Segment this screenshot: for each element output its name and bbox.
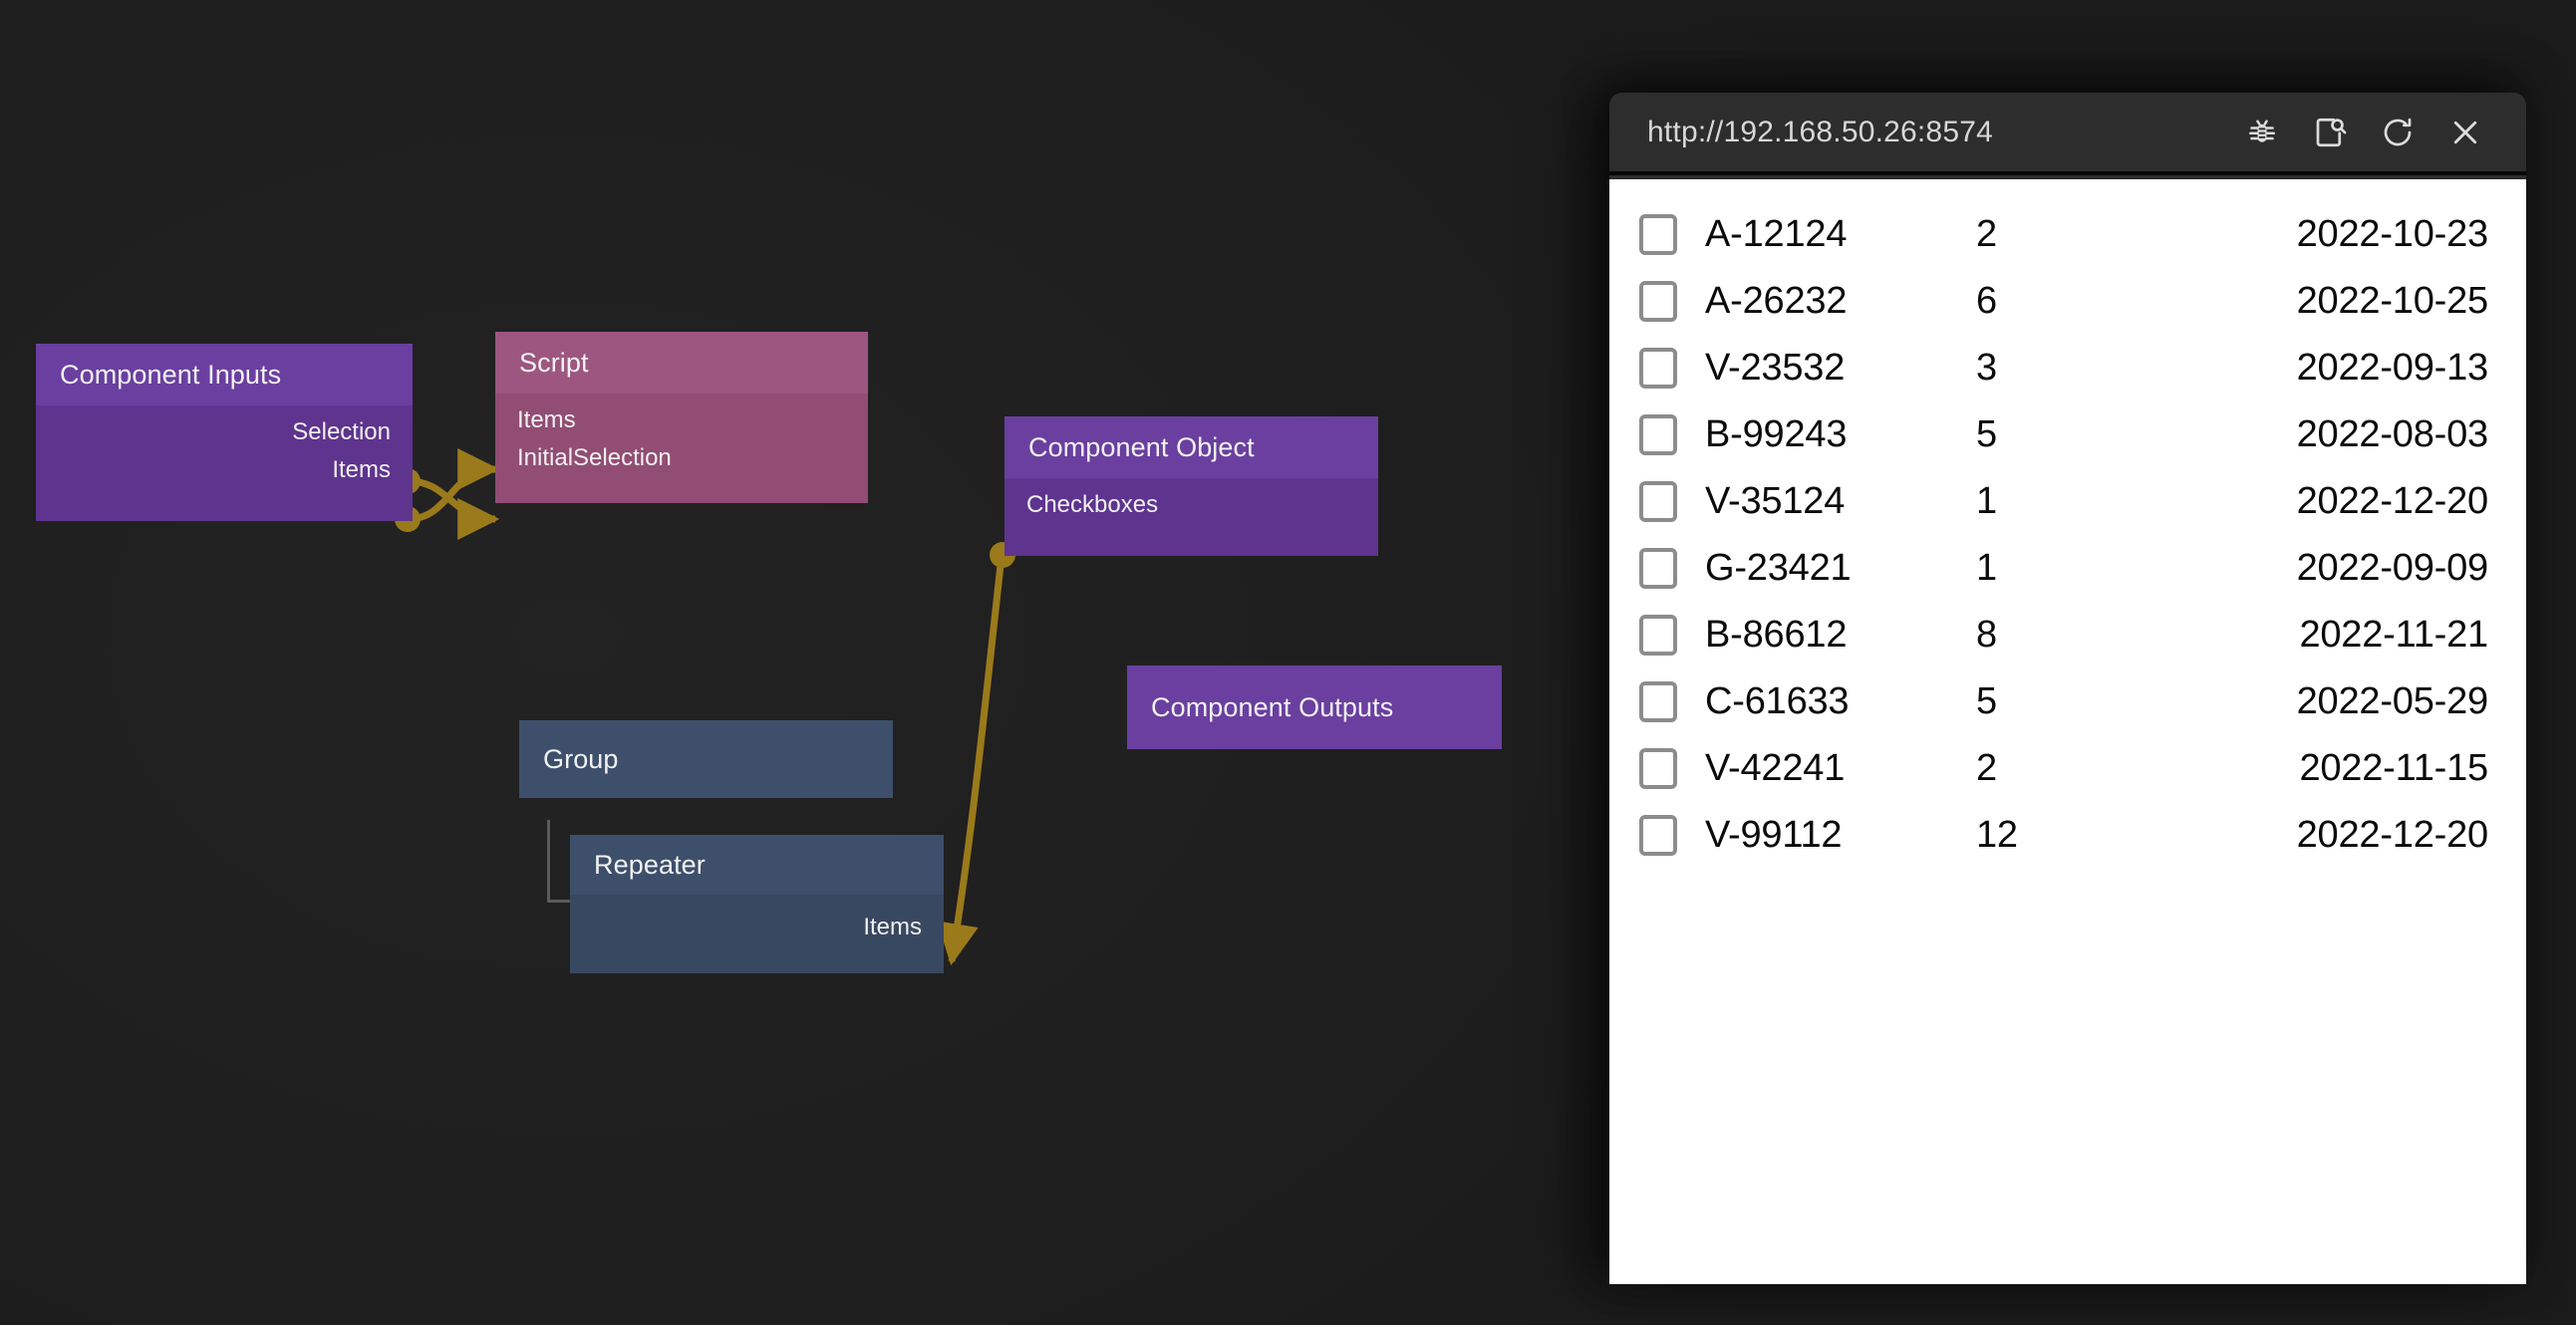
row-date: 2022-10-25 xyxy=(2296,280,2489,322)
port-label: Checkboxes xyxy=(1026,491,1159,518)
reload-icon[interactable] xyxy=(2367,102,2429,163)
port-label: Items xyxy=(332,456,391,483)
table-row[interactable]: B-99243 5 2022-08-03 xyxy=(1609,401,2526,468)
node-component-inputs[interactable]: Component Inputs Selection Items xyxy=(36,344,413,521)
browser-header: http://192.168.50.26:8574 xyxy=(1609,93,2526,175)
node-title: Component Inputs xyxy=(36,344,413,405)
row-count: 3 xyxy=(1976,347,1997,389)
row-date: 2022-09-13 xyxy=(2296,347,2489,389)
page-search-icon[interactable] xyxy=(2299,102,2361,163)
node-title: Component Outputs xyxy=(1127,665,1502,749)
row-date: 2022-08-03 xyxy=(2296,413,2489,455)
port-items[interactable]: Items xyxy=(58,451,391,489)
node-component-object[interactable]: Component Object Checkboxes xyxy=(1004,416,1378,556)
node-repeater[interactable]: Repeater Items xyxy=(570,835,944,973)
row-id: A-26232 xyxy=(1705,280,1848,322)
row-count: 5 xyxy=(1976,680,1997,722)
port-initialselection[interactable]: InitialSelection xyxy=(517,439,846,477)
row-checkbox[interactable] xyxy=(1639,815,1677,856)
url-bar[interactable]: http://192.168.50.26:8574 xyxy=(1647,115,1993,148)
node-title: Component Object xyxy=(1004,416,1378,478)
row-id: G-23421 xyxy=(1705,547,1852,589)
table-row[interactable]: V-42241 2 2022-11-15 xyxy=(1609,735,2526,802)
row-id: B-86612 xyxy=(1705,614,1848,656)
table-row[interactable]: V-99112 12 2022-12-20 xyxy=(1609,802,2526,869)
row-checkbox[interactable] xyxy=(1639,281,1677,322)
port-items[interactable]: Items xyxy=(592,909,922,946)
table-row[interactable]: G-23421 1 2022-09-09 xyxy=(1609,535,2526,602)
row-count: 6 xyxy=(1976,280,1997,322)
row-date: 2022-11-21 xyxy=(2299,614,2488,656)
row-date: 2022-10-23 xyxy=(2296,213,2489,255)
row-checkbox[interactable] xyxy=(1639,548,1677,589)
row-id: V-35124 xyxy=(1705,480,1846,522)
row-count: 1 xyxy=(1976,547,1997,589)
row-count: 2 xyxy=(1976,213,1997,255)
browser-panel: http://192.168.50.26:8574 xyxy=(1609,93,2526,1284)
row-checkbox[interactable] xyxy=(1639,748,1677,789)
wire-selection-to-initialselection xyxy=(407,477,500,540)
row-checkbox[interactable] xyxy=(1639,615,1677,656)
wire-items-to-items xyxy=(407,448,500,523)
wire-checkboxes-to-repeater-items xyxy=(937,555,1005,966)
row-checkbox[interactable] xyxy=(1639,348,1677,389)
port-label: Items xyxy=(863,914,922,940)
row-checkbox[interactable] xyxy=(1639,414,1677,455)
row-date: 2022-09-09 xyxy=(2296,547,2489,589)
row-id: A-12124 xyxy=(1705,213,1848,255)
tree-connector xyxy=(547,820,578,903)
row-id: B-99243 xyxy=(1705,413,1848,455)
port-selection[interactable]: Selection xyxy=(58,413,391,451)
row-id: V-23532 xyxy=(1705,347,1846,389)
node-title: Group xyxy=(519,720,893,798)
node-group[interactable]: Group xyxy=(519,720,893,798)
row-checkbox[interactable] xyxy=(1639,214,1677,255)
row-count: 8 xyxy=(1976,614,1997,656)
row-date: 2022-11-15 xyxy=(2299,747,2488,789)
node-title: Repeater xyxy=(570,835,944,895)
row-checkbox[interactable] xyxy=(1639,681,1677,722)
table-row[interactable]: V-23532 3 2022-09-13 xyxy=(1609,335,2526,401)
port-label: InitialSelection xyxy=(517,444,672,471)
table-row[interactable]: V-35124 1 2022-12-20 xyxy=(1609,468,2526,535)
row-checkbox[interactable] xyxy=(1639,481,1677,522)
port-label: Selection xyxy=(292,418,391,445)
bug-icon[interactable] xyxy=(2231,102,2293,163)
node-component-outputs[interactable]: Component Outputs xyxy=(1127,665,1502,749)
row-id: V-42241 xyxy=(1705,747,1846,789)
table-row[interactable]: A-26232 6 2022-10-25 xyxy=(1609,268,2526,335)
port-label: Items xyxy=(517,406,576,433)
row-count: 5 xyxy=(1976,413,1997,455)
row-count: 1 xyxy=(1976,480,1997,522)
table-row[interactable]: C-61633 5 2022-05-29 xyxy=(1609,668,2526,735)
port-items[interactable]: Items xyxy=(517,401,846,439)
row-id: C-61633 xyxy=(1705,680,1850,722)
port-checkboxes[interactable]: Checkboxes xyxy=(1026,486,1356,524)
node-title: Script xyxy=(495,332,868,394)
row-count: 2 xyxy=(1976,747,1997,789)
close-icon[interactable] xyxy=(2434,102,2496,163)
table-row[interactable]: B-86612 8 2022-11-21 xyxy=(1609,602,2526,668)
node-script[interactable]: Script Items InitialSelection xyxy=(495,332,868,503)
table-row[interactable]: A-12124 2 2022-10-23 xyxy=(1609,201,2526,268)
row-date: 2022-12-20 xyxy=(2296,814,2489,856)
row-date: 2022-05-29 xyxy=(2296,680,2489,722)
row-date: 2022-12-20 xyxy=(2296,480,2489,522)
row-count: 12 xyxy=(1976,814,2018,856)
row-id: V-99112 xyxy=(1705,814,1843,856)
